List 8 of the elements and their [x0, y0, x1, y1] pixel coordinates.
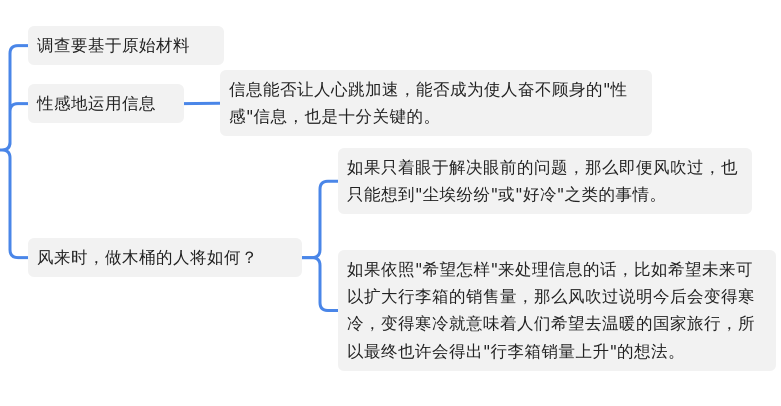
connector-line	[300, 256, 340, 312]
topic-box: 如果只着眼于解决眼前的问题，那么即便风吹过，也只能想到"尘埃纷纷"或"好冷"之类的事情。	[338, 148, 752, 214]
topic-box: 如果依照"希望怎样"来处理信息的话，比如希望未来可以扩大行李箱的销售量，那么风吹过说明今后会变得寒冷，变得寒冷就意味着人们希望去温暖的国家旅行，所以最终也许会得出"行李箱销量上升"的想法。	[338, 250, 776, 371]
topic-box: 调查要基于原始材料	[28, 26, 224, 66]
topic-box: 性感地运用信息	[28, 84, 184, 124]
connector-line	[182, 102, 222, 106]
topic-box: 风来时，做木桶的人将如何？	[28, 238, 302, 278]
topic-box: 信息能否让人心跳加速，能否成为使人奋不顾身的"性感"信息，也是十分关键的。	[220, 70, 652, 136]
